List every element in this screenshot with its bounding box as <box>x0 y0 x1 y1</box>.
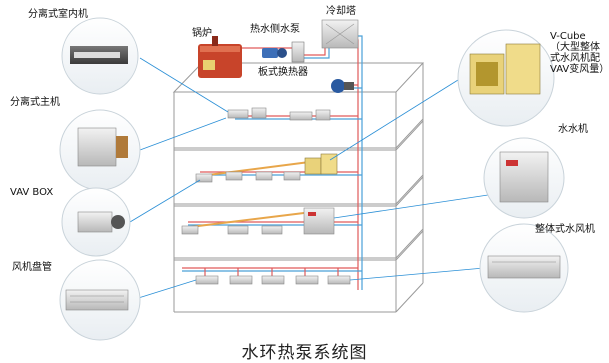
label-hot-water-pump: 热水侧水泵 <box>250 24 300 35</box>
diagram-title: 水环热泵系统图 <box>241 343 368 363</box>
boiler-unit <box>198 36 242 78</box>
label-vcube-line2: （大型整体 <box>550 42 600 53</box>
label-fan-coil: 风机盘管 <box>12 262 52 273</box>
floor4-indoor-units <box>227 107 331 121</box>
plate-hx-unit <box>291 41 305 63</box>
cooling-tower-unit <box>321 19 359 49</box>
floor3-vcube-unit <box>304 153 338 175</box>
callout-fan-coil <box>59 259 141 341</box>
label-vav-box: VAV BOX <box>10 187 54 198</box>
callout-water-water <box>483 137 565 219</box>
label-vcube: V-Cube （大型整体 式水风机配 VAV变风量） <box>550 31 609 75</box>
leader-lines <box>129 57 489 301</box>
floor3-vav-units <box>195 171 301 183</box>
air-ducts <box>181 159 326 229</box>
label-cooling-tower: 冷却塔 <box>326 6 356 17</box>
label-boiler: 锅炉 <box>192 28 212 39</box>
floor2-water-water-unit <box>303 207 335 235</box>
label-split-main: 分离式主机 <box>10 97 60 108</box>
callout-vcube <box>457 29 555 127</box>
callout-split-main <box>59 109 141 191</box>
circulation-pump-unit <box>331 79 354 93</box>
label-split-indoor: 分离式室内机 <box>28 9 88 20</box>
hot-water-pump-unit <box>262 48 287 58</box>
floor2-units <box>181 225 283 235</box>
label-vcube-line1: V-Cube <box>550 31 586 42</box>
building-frame <box>172 62 425 313</box>
label-vcube-line3: 式水风机配 <box>550 53 600 64</box>
label-plate-hx: 板式换热器 <box>258 67 308 78</box>
label-vcube-line4: VAV变风量） <box>550 64 609 75</box>
callout-split-indoor <box>61 17 139 95</box>
label-packaged-water-air: 整体式水风机 <box>535 224 595 235</box>
callout-packaged-water-air <box>479 223 569 313</box>
label-water-water: 水水机 <box>558 124 588 135</box>
callout-vav-box <box>61 187 131 257</box>
floor1-fan-coils <box>195 275 351 285</box>
